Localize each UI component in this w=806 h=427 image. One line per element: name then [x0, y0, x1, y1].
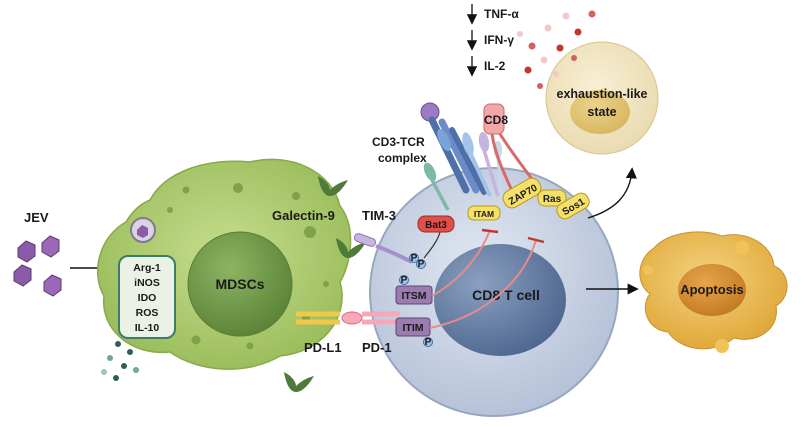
- exhaustion-cell: exhaustion-like state: [545, 41, 659, 155]
- mdsc-nucleus: [187, 231, 293, 337]
- pd-1-label: PD-1: [362, 340, 392, 355]
- galectin9-icon: [336, 238, 366, 258]
- ras-label: Ras: [543, 194, 562, 205]
- cd3-tcr-label-line2: complex: [378, 151, 427, 165]
- ifn-label: IFN-γ: [484, 33, 514, 47]
- inhibition-bar: [527, 236, 545, 244]
- suppressor-ros: ROS: [136, 307, 159, 319]
- phospho-p: P: [418, 259, 425, 270]
- apoptotic-bleb: [715, 339, 729, 353]
- apoptosis-label: Apoptosis: [680, 282, 744, 297]
- granule: [292, 192, 300, 200]
- apoptosis-nucleus: [678, 264, 746, 316]
- granule: [246, 342, 254, 350]
- zap70-box: [502, 177, 542, 209]
- exhaustion-label-line2: state: [587, 105, 616, 119]
- galectin9-icon: [318, 176, 348, 196]
- galectin9-icon: [284, 372, 314, 392]
- sos1-box: [556, 192, 590, 220]
- jev-label: JEV: [24, 210, 49, 225]
- phospho-icon: [423, 337, 433, 347]
- bat3-box: [417, 215, 455, 233]
- phospho-icon: [399, 275, 409, 285]
- suppressor-box: [118, 255, 176, 339]
- itim-label: ITIM: [403, 322, 424, 334]
- granule: [182, 186, 190, 194]
- galectin9-label: Galectin-9: [272, 208, 335, 223]
- apoptotic-bleb: [735, 241, 749, 255]
- granule: [323, 281, 329, 287]
- tim3-label: TIM-3: [362, 208, 396, 223]
- ras-box: [537, 189, 567, 207]
- exhaustion-label-line1: exhaustion-like: [557, 87, 648, 101]
- inhibition-line-itim: [429, 239, 537, 329]
- virus-icon: [13, 264, 32, 287]
- apoptotic-bleb: [643, 265, 653, 275]
- granule: [167, 207, 173, 213]
- suppressor-inos: iNOS: [134, 277, 160, 289]
- il2-label: IL-2: [484, 59, 506, 73]
- virus-icon: [17, 240, 36, 263]
- granule: [233, 183, 243, 193]
- virus-icon: [137, 225, 148, 238]
- suppressor-il10: IL-10: [135, 322, 160, 334]
- cd3-tcr-complex: [420, 102, 504, 211]
- apoptosis-cell: Apoptosis: [639, 231, 788, 353]
- inhibition-bar: [481, 228, 499, 234]
- phospho-p: P: [401, 275, 408, 286]
- granule: [304, 226, 316, 238]
- suppressor-arg1: Arg-1: [133, 262, 161, 274]
- tnf-label: TNF-α: [484, 7, 519, 21]
- exhaustion-nucleus: [570, 90, 630, 134]
- suppressor-ido: IDO: [138, 292, 157, 304]
- bat3-label: Bat3: [425, 220, 447, 231]
- cd3-tcr-label-line1: CD3-TCR: [372, 135, 425, 149]
- virus-icon: [41, 235, 60, 258]
- exhaustion-arrow: [587, 167, 637, 219]
- phospho-p: P: [411, 253, 418, 264]
- galectin9-molecules: [284, 176, 366, 392]
- itam-label: ITAM: [474, 209, 494, 219]
- inhibition-line-itsm: [431, 229, 491, 297]
- itam-box: [467, 205, 501, 221]
- virus-icon: [43, 274, 62, 297]
- pd-l1-pd-1-pair: [296, 311, 400, 325]
- mdsc-label: MDSCs: [215, 276, 264, 292]
- tcell-nucleus: [434, 244, 566, 356]
- tim3-receptor: P P: [353, 231, 441, 270]
- suppressor-list: Arg-1 iNOS IDO ROS IL-10: [133, 262, 161, 334]
- secreted-particles: [101, 341, 139, 381]
- cd8-tcell-label: CD8 T cell: [472, 287, 540, 303]
- pd-l1-label: PD-L1: [304, 340, 342, 355]
- cd8-label: CD8: [484, 113, 508, 127]
- jev-virus-group: [13, 235, 62, 297]
- mdsc-cell: MDSCs Arg-1 iNOS IDO ROS IL-10: [96, 158, 352, 370]
- phospho-p: P: [425, 337, 432, 348]
- granule: [191, 335, 201, 345]
- cytokine-list: TNF-α IFN-γ IL-2: [466, 4, 519, 77]
- cytokine-particles: [517, 10, 596, 89]
- itsm-label: ITSM: [401, 290, 426, 302]
